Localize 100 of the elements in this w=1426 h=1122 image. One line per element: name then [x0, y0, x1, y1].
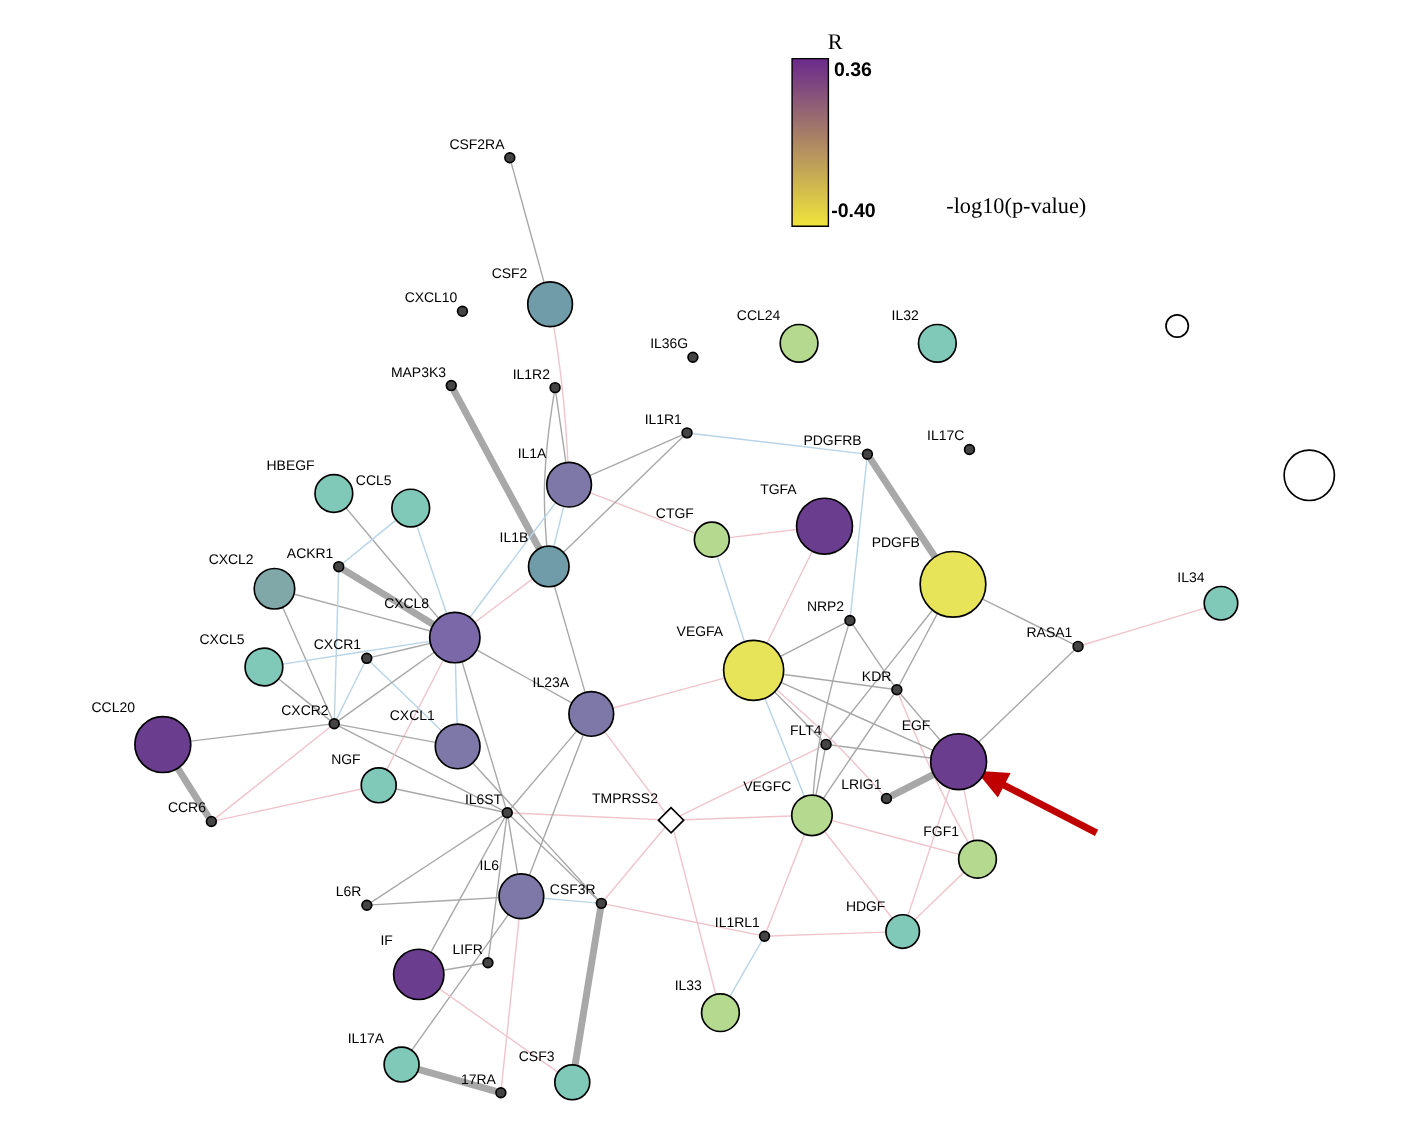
connector [528, 734, 584, 877]
connector [589, 492, 697, 535]
node-circle [917, 323, 958, 364]
connector [443, 962, 484, 971]
connector [898, 693, 969, 844]
connector [774, 691, 823, 742]
node-circle [392, 948, 445, 1001]
connector [555, 392, 567, 463]
connector [511, 812, 660, 821]
connector [487, 817, 508, 959]
connector [335, 662, 366, 720]
connector [822, 693, 895, 800]
connector [371, 896, 500, 906]
connector [553, 585, 586, 693]
connector [914, 871, 965, 921]
connector [823, 830, 893, 919]
node-circle [482, 956, 494, 969]
node-circle [244, 647, 284, 687]
connector [472, 762, 599, 901]
connector [417, 1066, 498, 1095]
node-circle [383, 1046, 420, 1083]
connector [282, 640, 431, 665]
node-circle [1283, 449, 1336, 502]
connector [338, 723, 437, 744]
node-circle [1072, 640, 1084, 653]
connector [728, 528, 798, 539]
node-circle [314, 473, 354, 514]
connector [214, 726, 331, 819]
connector [899, 692, 942, 742]
connector [963, 788, 975, 842]
connector [830, 744, 932, 759]
node-circle [328, 718, 340, 730]
connector [981, 598, 1074, 645]
connector [729, 940, 763, 997]
connector [603, 826, 666, 901]
connector [605, 903, 761, 936]
node-circle [700, 992, 741, 1033]
connector [780, 682, 934, 751]
connector [852, 624, 895, 687]
connector [345, 507, 440, 619]
node-circle [361, 652, 373, 665]
connector [812, 624, 850, 796]
connector [907, 788, 951, 916]
node-circle [919, 550, 987, 618]
connector [766, 550, 813, 644]
connector [542, 897, 597, 904]
node-circle [495, 1087, 507, 1099]
node-label: R [827, 30, 843, 55]
connector [278, 678, 331, 722]
node-circle [595, 897, 608, 910]
node-circle [963, 443, 976, 456]
connector [438, 988, 559, 1073]
connector [553, 325, 569, 463]
connector [672, 829, 717, 995]
connector [430, 816, 506, 953]
node-circle [554, 1063, 591, 1101]
connector [282, 606, 333, 720]
connector [1082, 607, 1206, 646]
node-circle [456, 305, 469, 317]
node-label: 0.36 [833, 59, 873, 82]
node-circle [891, 683, 903, 696]
connector [828, 609, 934, 742]
node-circle [681, 427, 693, 439]
connector [333, 571, 340, 720]
connector [341, 566, 435, 628]
connector [679, 746, 822, 817]
connector [776, 689, 884, 796]
node-label: -0.40 [831, 200, 876, 223]
node-circle [549, 381, 561, 394]
node-circle [861, 448, 874, 460]
connector [764, 697, 806, 798]
connector [474, 578, 534, 624]
connector [831, 819, 960, 856]
node-circle [844, 614, 856, 627]
connector [783, 673, 893, 690]
connector [510, 162, 545, 284]
node-circle [501, 807, 513, 819]
label: -log10(p-value) [946, 195, 1087, 220]
connector [411, 913, 510, 1051]
node-circle [391, 488, 431, 528]
node-circle [527, 545, 570, 588]
node-circle [361, 899, 373, 911]
node-circle [1203, 585, 1239, 621]
connector [765, 833, 806, 933]
node-circle [790, 794, 834, 837]
connector [553, 505, 565, 548]
arrow [976, 770, 1099, 836]
connector [370, 661, 443, 732]
connector [716, 556, 746, 642]
node-circle [526, 281, 574, 328]
node-circle [134, 715, 192, 774]
node-circle [253, 567, 296, 610]
node-circle [498, 873, 545, 920]
connector [978, 649, 1076, 743]
node-circle [428, 611, 481, 664]
connector [543, 391, 555, 547]
node-circle [957, 839, 998, 879]
node-circle [687, 351, 699, 364]
connector [889, 771, 936, 800]
connector [849, 458, 868, 617]
